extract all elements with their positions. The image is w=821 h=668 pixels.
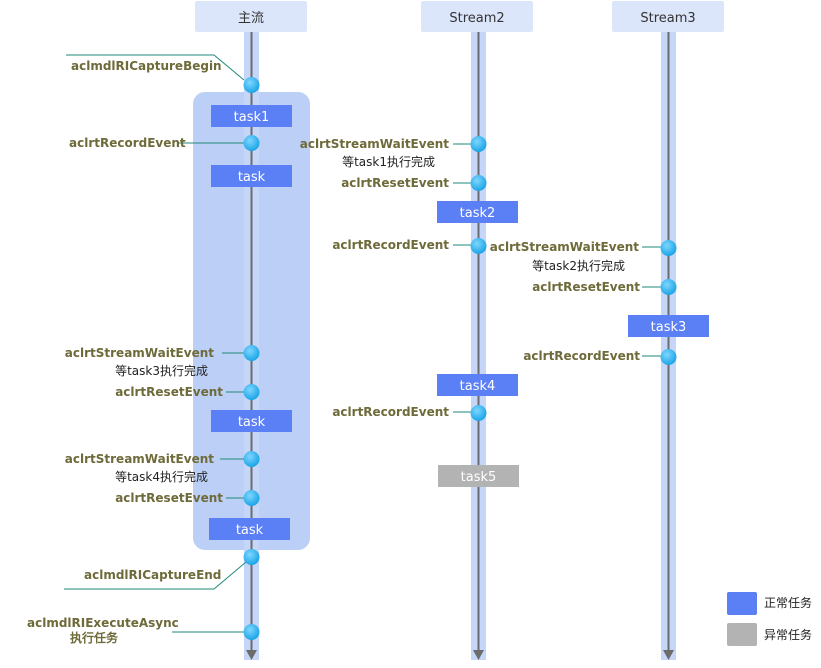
task3-box xyxy=(628,315,709,337)
capture-begin-connector xyxy=(66,54,245,81)
capture-begin-node xyxy=(243,77,260,93)
task1-label: task1 xyxy=(234,110,270,125)
main-reset1-node xyxy=(243,384,260,400)
execute-async-node xyxy=(243,624,260,640)
main-task-label-1: task xyxy=(238,170,266,185)
task5-box xyxy=(438,465,519,487)
main-task-label-2: task xyxy=(238,415,266,430)
legend-normal-swatch xyxy=(727,592,757,615)
capture-end-node xyxy=(243,549,260,565)
s2-record2-label: aclrtRecordEvent xyxy=(332,405,449,419)
task4-label: task4 xyxy=(460,379,496,394)
task2-label: task2 xyxy=(460,206,496,221)
main-lane-title: 主流 xyxy=(238,11,264,26)
capture-end-connector xyxy=(64,561,247,590)
task1-box xyxy=(211,105,292,127)
stream2-lane-title: Stream2 xyxy=(449,11,504,26)
task4-box xyxy=(437,374,518,396)
stream2-lane-header xyxy=(421,1,533,32)
main-reset1-label: aclrtResetEvent xyxy=(115,385,223,399)
s2-wait-node xyxy=(470,136,487,152)
capture-begin-label: aclmdlRICaptureBegin xyxy=(71,59,222,73)
legend-abnormal-label: 异常任务 xyxy=(764,627,812,642)
main-record-label: aclrtRecordEvent xyxy=(69,136,186,150)
main-reset2-node xyxy=(243,490,260,506)
legend-normal-label: 正常任务 xyxy=(764,595,812,610)
main-wait2-label: aclrtStreamWaitEvent xyxy=(65,452,214,466)
task3-label: task3 xyxy=(651,320,687,335)
stream3-lane-arrowhead xyxy=(663,650,674,660)
main-reset2-label: aclrtResetEvent xyxy=(115,491,223,505)
capture-end-label: aclmdlRICaptureEnd xyxy=(84,568,221,582)
main-record-node xyxy=(243,135,260,151)
main-wait2-note: 等task4执行完成 xyxy=(115,469,208,484)
main-lane-arrowhead xyxy=(246,650,257,660)
stream3-lane-title: Stream3 xyxy=(640,11,695,26)
s2-record1-label: aclrtRecordEvent xyxy=(332,238,449,252)
execute-async-label: aclmdlRIExecuteAsync xyxy=(27,616,179,630)
s3-reset-label: aclrtResetEvent xyxy=(532,280,640,294)
s2-record2-node xyxy=(470,405,487,421)
s2-wait-label: aclrtStreamWaitEvent xyxy=(300,137,449,151)
legend-abnormal-swatch xyxy=(727,623,757,646)
main-task-label-3: task xyxy=(236,523,264,538)
s2-record1-node xyxy=(470,238,487,254)
stream3-lane-header xyxy=(612,1,724,32)
main-wait1-label: aclrtStreamWaitEvent xyxy=(65,346,214,360)
main-lane-header xyxy=(195,1,307,32)
main-task-box-2 xyxy=(211,410,292,432)
task5-label: task5 xyxy=(461,470,497,485)
main-task-box-1 xyxy=(211,165,292,187)
s2-reset-node xyxy=(470,175,487,191)
s3-reset-node xyxy=(660,279,677,295)
s3-record-label: aclrtRecordEvent xyxy=(523,349,640,363)
task2-box xyxy=(437,201,518,223)
s2-wait-note: 等task1执行完成 xyxy=(342,154,435,169)
main-wait1-note: 等task3执行完成 xyxy=(115,363,208,378)
main-wait1-node xyxy=(243,345,260,361)
main-task-box-3 xyxy=(209,518,290,540)
s2-reset-label: aclrtResetEvent xyxy=(341,176,449,190)
main-wait2-node xyxy=(243,451,260,467)
execute-async-note: 执行任务 xyxy=(70,630,119,645)
s3-record-node xyxy=(660,349,677,365)
s3-wait-node xyxy=(660,240,677,256)
s3-wait-label: aclrtStreamWaitEvent xyxy=(490,240,639,254)
stream2-lane-arrowhead xyxy=(473,650,484,660)
s3-wait-note: 等task2执行完成 xyxy=(532,258,625,273)
